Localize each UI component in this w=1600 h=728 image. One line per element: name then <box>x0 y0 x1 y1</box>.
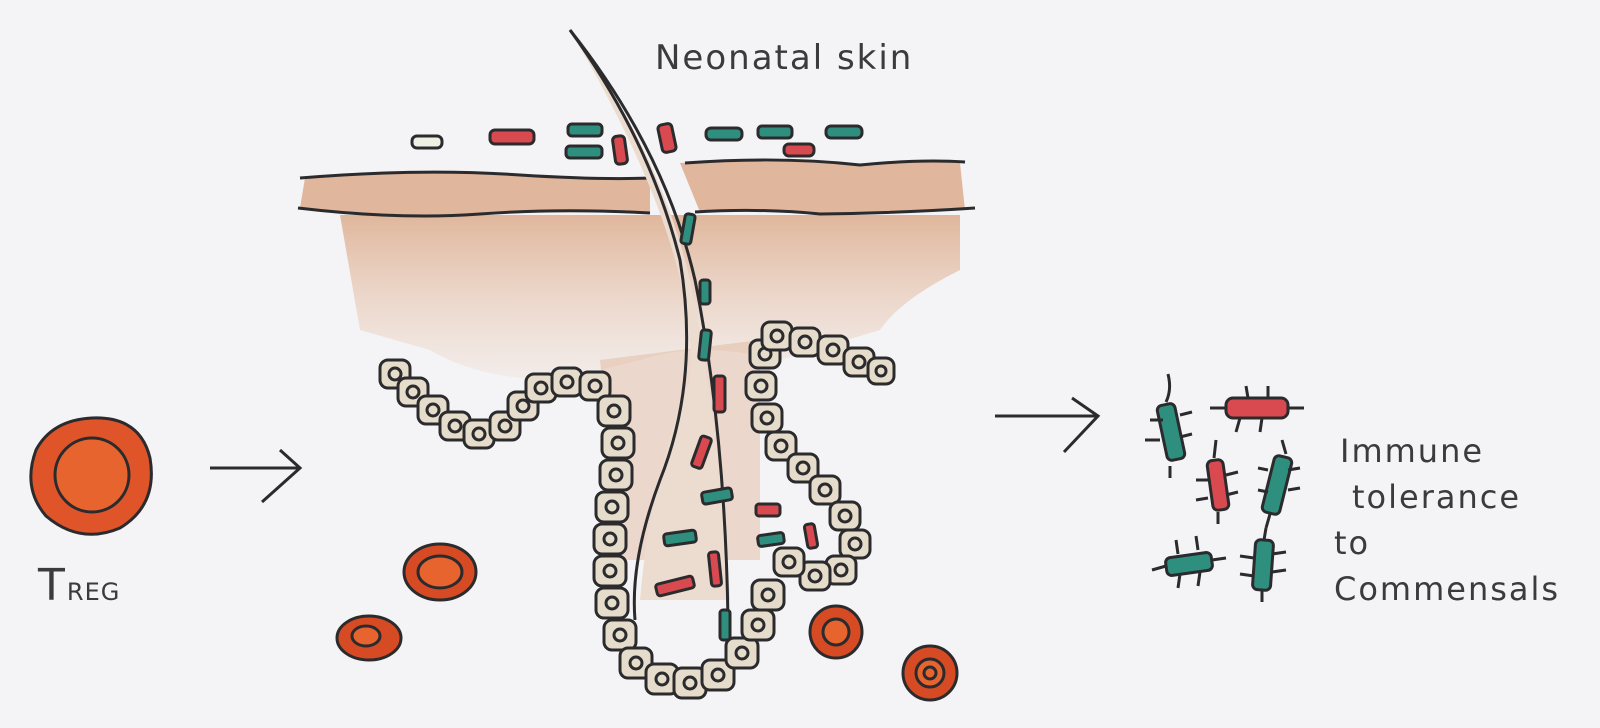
treg-cell <box>29 416 153 536</box>
treg-label-main: T <box>38 560 67 611</box>
surface-bacteria <box>410 122 864 166</box>
hair-shaft <box>568 29 730 621</box>
left-follicle-wall <box>592 394 786 700</box>
migrating-treg-cells <box>335 542 959 702</box>
outcome-line-1: Immune <box>1340 432 1485 470</box>
bacterium-red-1 <box>1210 385 1304 433</box>
bacterium-teal-3 <box>1151 535 1227 589</box>
follicle-bacteria <box>654 212 820 642</box>
bacterium-red-2 <box>1195 439 1239 524</box>
epidermis-layer <box>297 158 976 218</box>
bacterium-teal-1 <box>1145 373 1193 478</box>
outcome-line-2: tolerance <box>1352 478 1522 516</box>
treg-label-subscript: REG <box>66 578 121 606</box>
commensal-bacteria-cluster <box>1145 373 1304 602</box>
left-cell-chain <box>378 358 612 450</box>
arrow-treg-to-skin <box>210 448 303 504</box>
bacterium-teal-2 <box>1257 439 1301 529</box>
follicle-epithelium <box>378 320 896 700</box>
outcome-label: Immune tolerance to Commensals <box>1334 428 1600 612</box>
right-sebaceous-gland <box>744 320 896 592</box>
treg-label: TREG <box>38 560 120 611</box>
outcome-line-3: to Commensals <box>1334 524 1561 608</box>
bacterium-teal-4 <box>1239 527 1287 602</box>
arrow-skin-to-tolerance <box>995 396 1101 454</box>
diagram-title: Neonatal skin <box>655 38 914 78</box>
